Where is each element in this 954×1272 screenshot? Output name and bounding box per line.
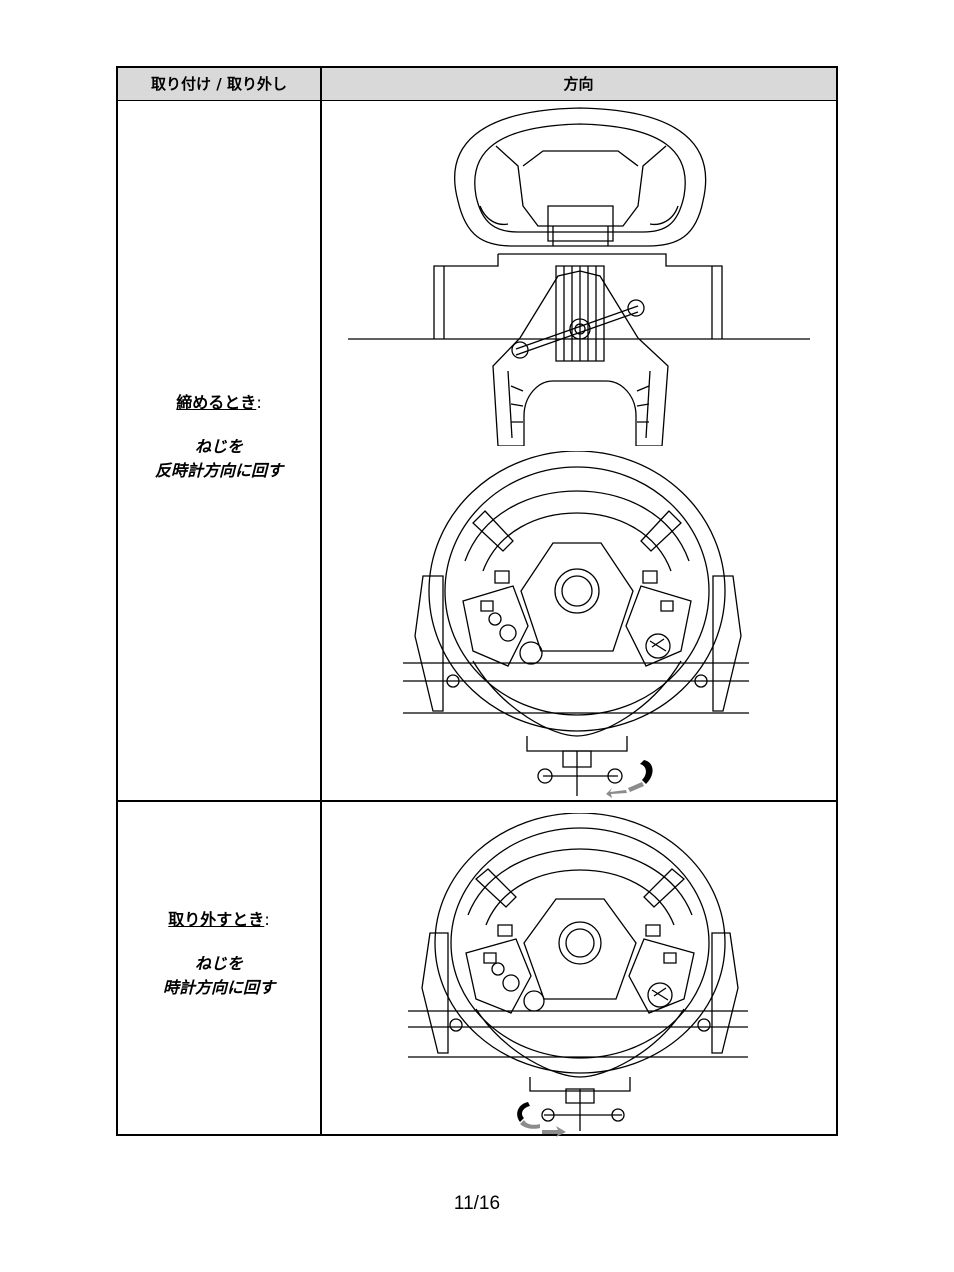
- tighten-title: 締めるとき: [176, 393, 257, 412]
- dark-arrow-segment: [517, 1102, 530, 1122]
- grey-arrow-upper: [520, 1120, 540, 1129]
- wheel-front-view-tighten-illustration: [403, 451, 753, 796]
- header-attach-detach: 取り付け / 取り外し: [151, 75, 287, 93]
- page-number: 11/16: [453, 1193, 501, 1214]
- header-direction: 方向: [563, 75, 594, 93]
- remove-title: 取り外すとき: [168, 910, 265, 929]
- clockwise-arrow-icon: [517, 1102, 566, 1137]
- grey-arrow-lower: [542, 1126, 566, 1137]
- grey-arrow-lower: [606, 788, 627, 798]
- tighten-instruction: 締めるとき: ねじを 反時計方向に回す: [118, 389, 320, 483]
- wheel-front-view-remove-illustration: [408, 813, 753, 1133]
- tighten-line-1: ねじを: [194, 437, 243, 456]
- remove-line-2: 時計方向に回す: [162, 978, 275, 997]
- instruction-table: 取り付け / 取り外し 方向 締めるとき: ねじを 反時計方向に回す 取り外すと…: [116, 66, 838, 1137]
- table-header-row: 取り付け / 取り外し 方向: [118, 68, 836, 101]
- remove-line-1: ねじを: [194, 954, 243, 973]
- column-divider: [320, 68, 322, 1134]
- grey-arrow-upper: [628, 782, 644, 792]
- tighten-line-2: 反時計方向に回す: [154, 461, 283, 480]
- dark-arrow-segment: [640, 760, 653, 784]
- row-divider: [118, 800, 836, 802]
- remove-instruction: 取り外すとき: ねじを 時計方向に回す: [118, 906, 320, 1000]
- clamp-side-view-illustration: [348, 106, 812, 446]
- counterclockwise-arrow-icon: [606, 760, 653, 798]
